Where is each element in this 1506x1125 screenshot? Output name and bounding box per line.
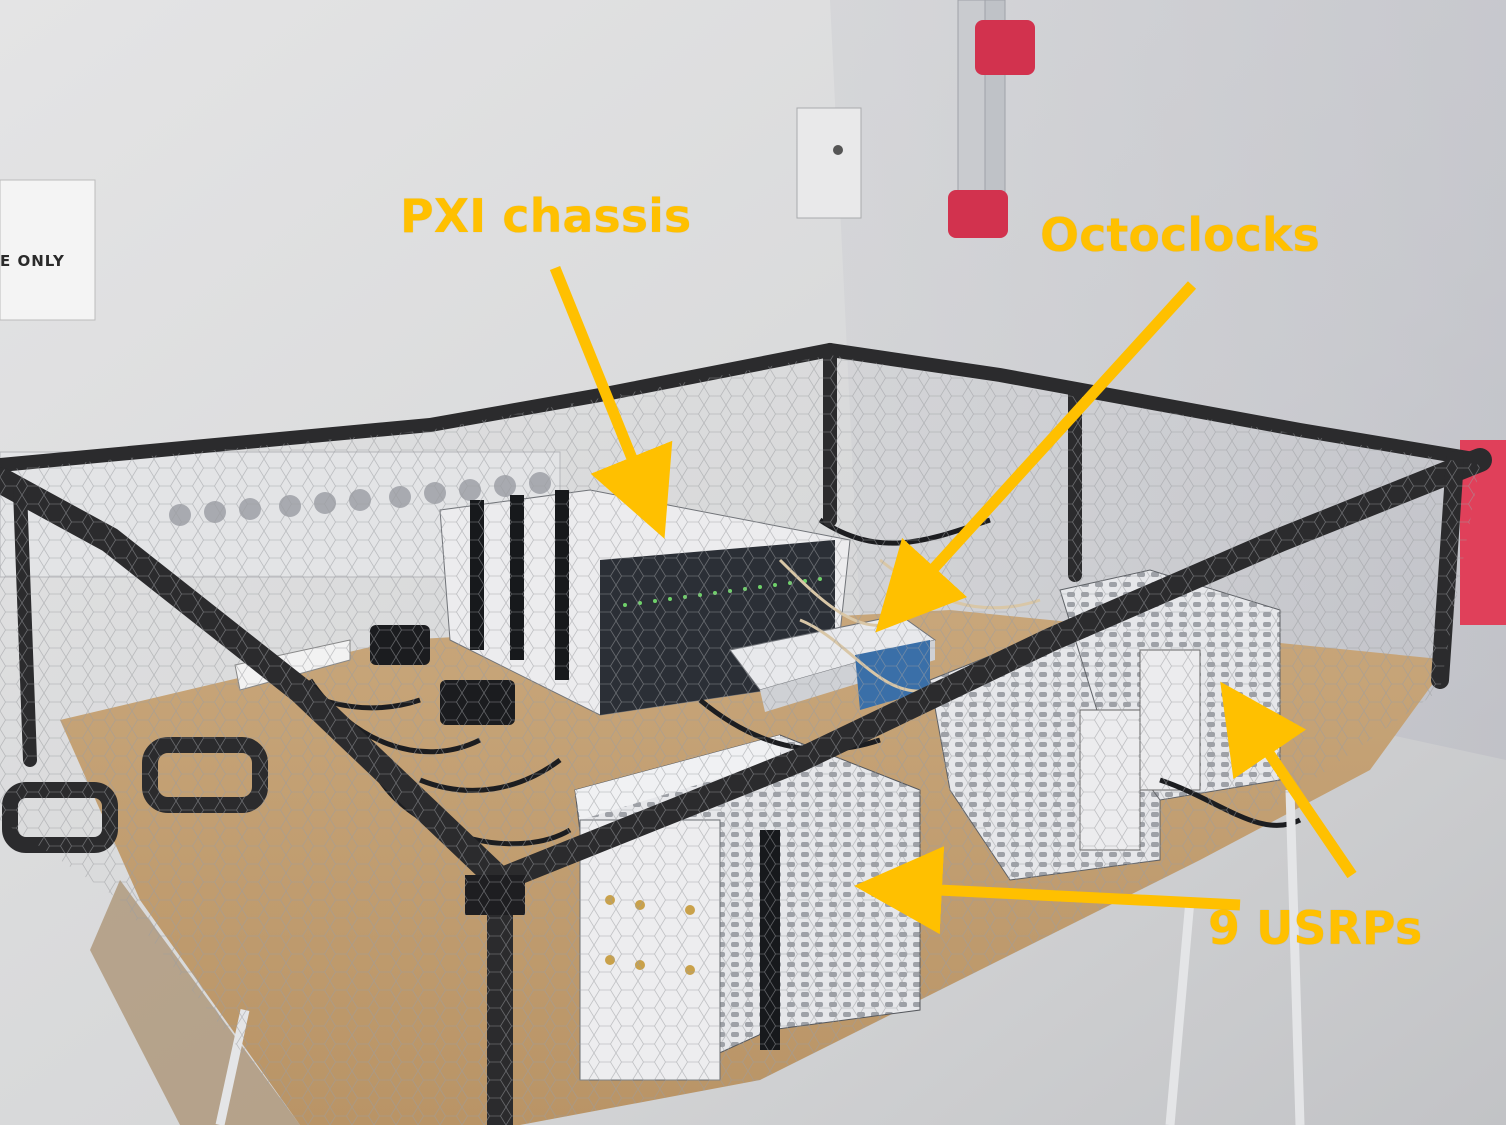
wall-box <box>796 107 862 219</box>
wall-sign-text: E ONLY <box>0 252 65 270</box>
octoclocks-label: Octoclocks <box>1040 208 1320 262</box>
red-clamp-bottom <box>948 190 1008 238</box>
wall-sign <box>0 179 96 321</box>
usrps-arrow-front <box>854 846 1241 935</box>
red-clamp-top <box>975 20 1035 75</box>
octoclocks-arrow <box>875 281 1197 633</box>
pxi-arrow <box>549 265 673 539</box>
chicken-wire-mesh <box>0 355 1480 1125</box>
table-edge <box>90 880 300 1125</box>
usrps-label: 9 USRPs <box>1208 901 1423 955</box>
usrps-arrow-right <box>1220 681 1357 879</box>
wall-box-knob <box>833 145 843 155</box>
pxi-chassis-label: PXI chassis <box>400 189 692 243</box>
